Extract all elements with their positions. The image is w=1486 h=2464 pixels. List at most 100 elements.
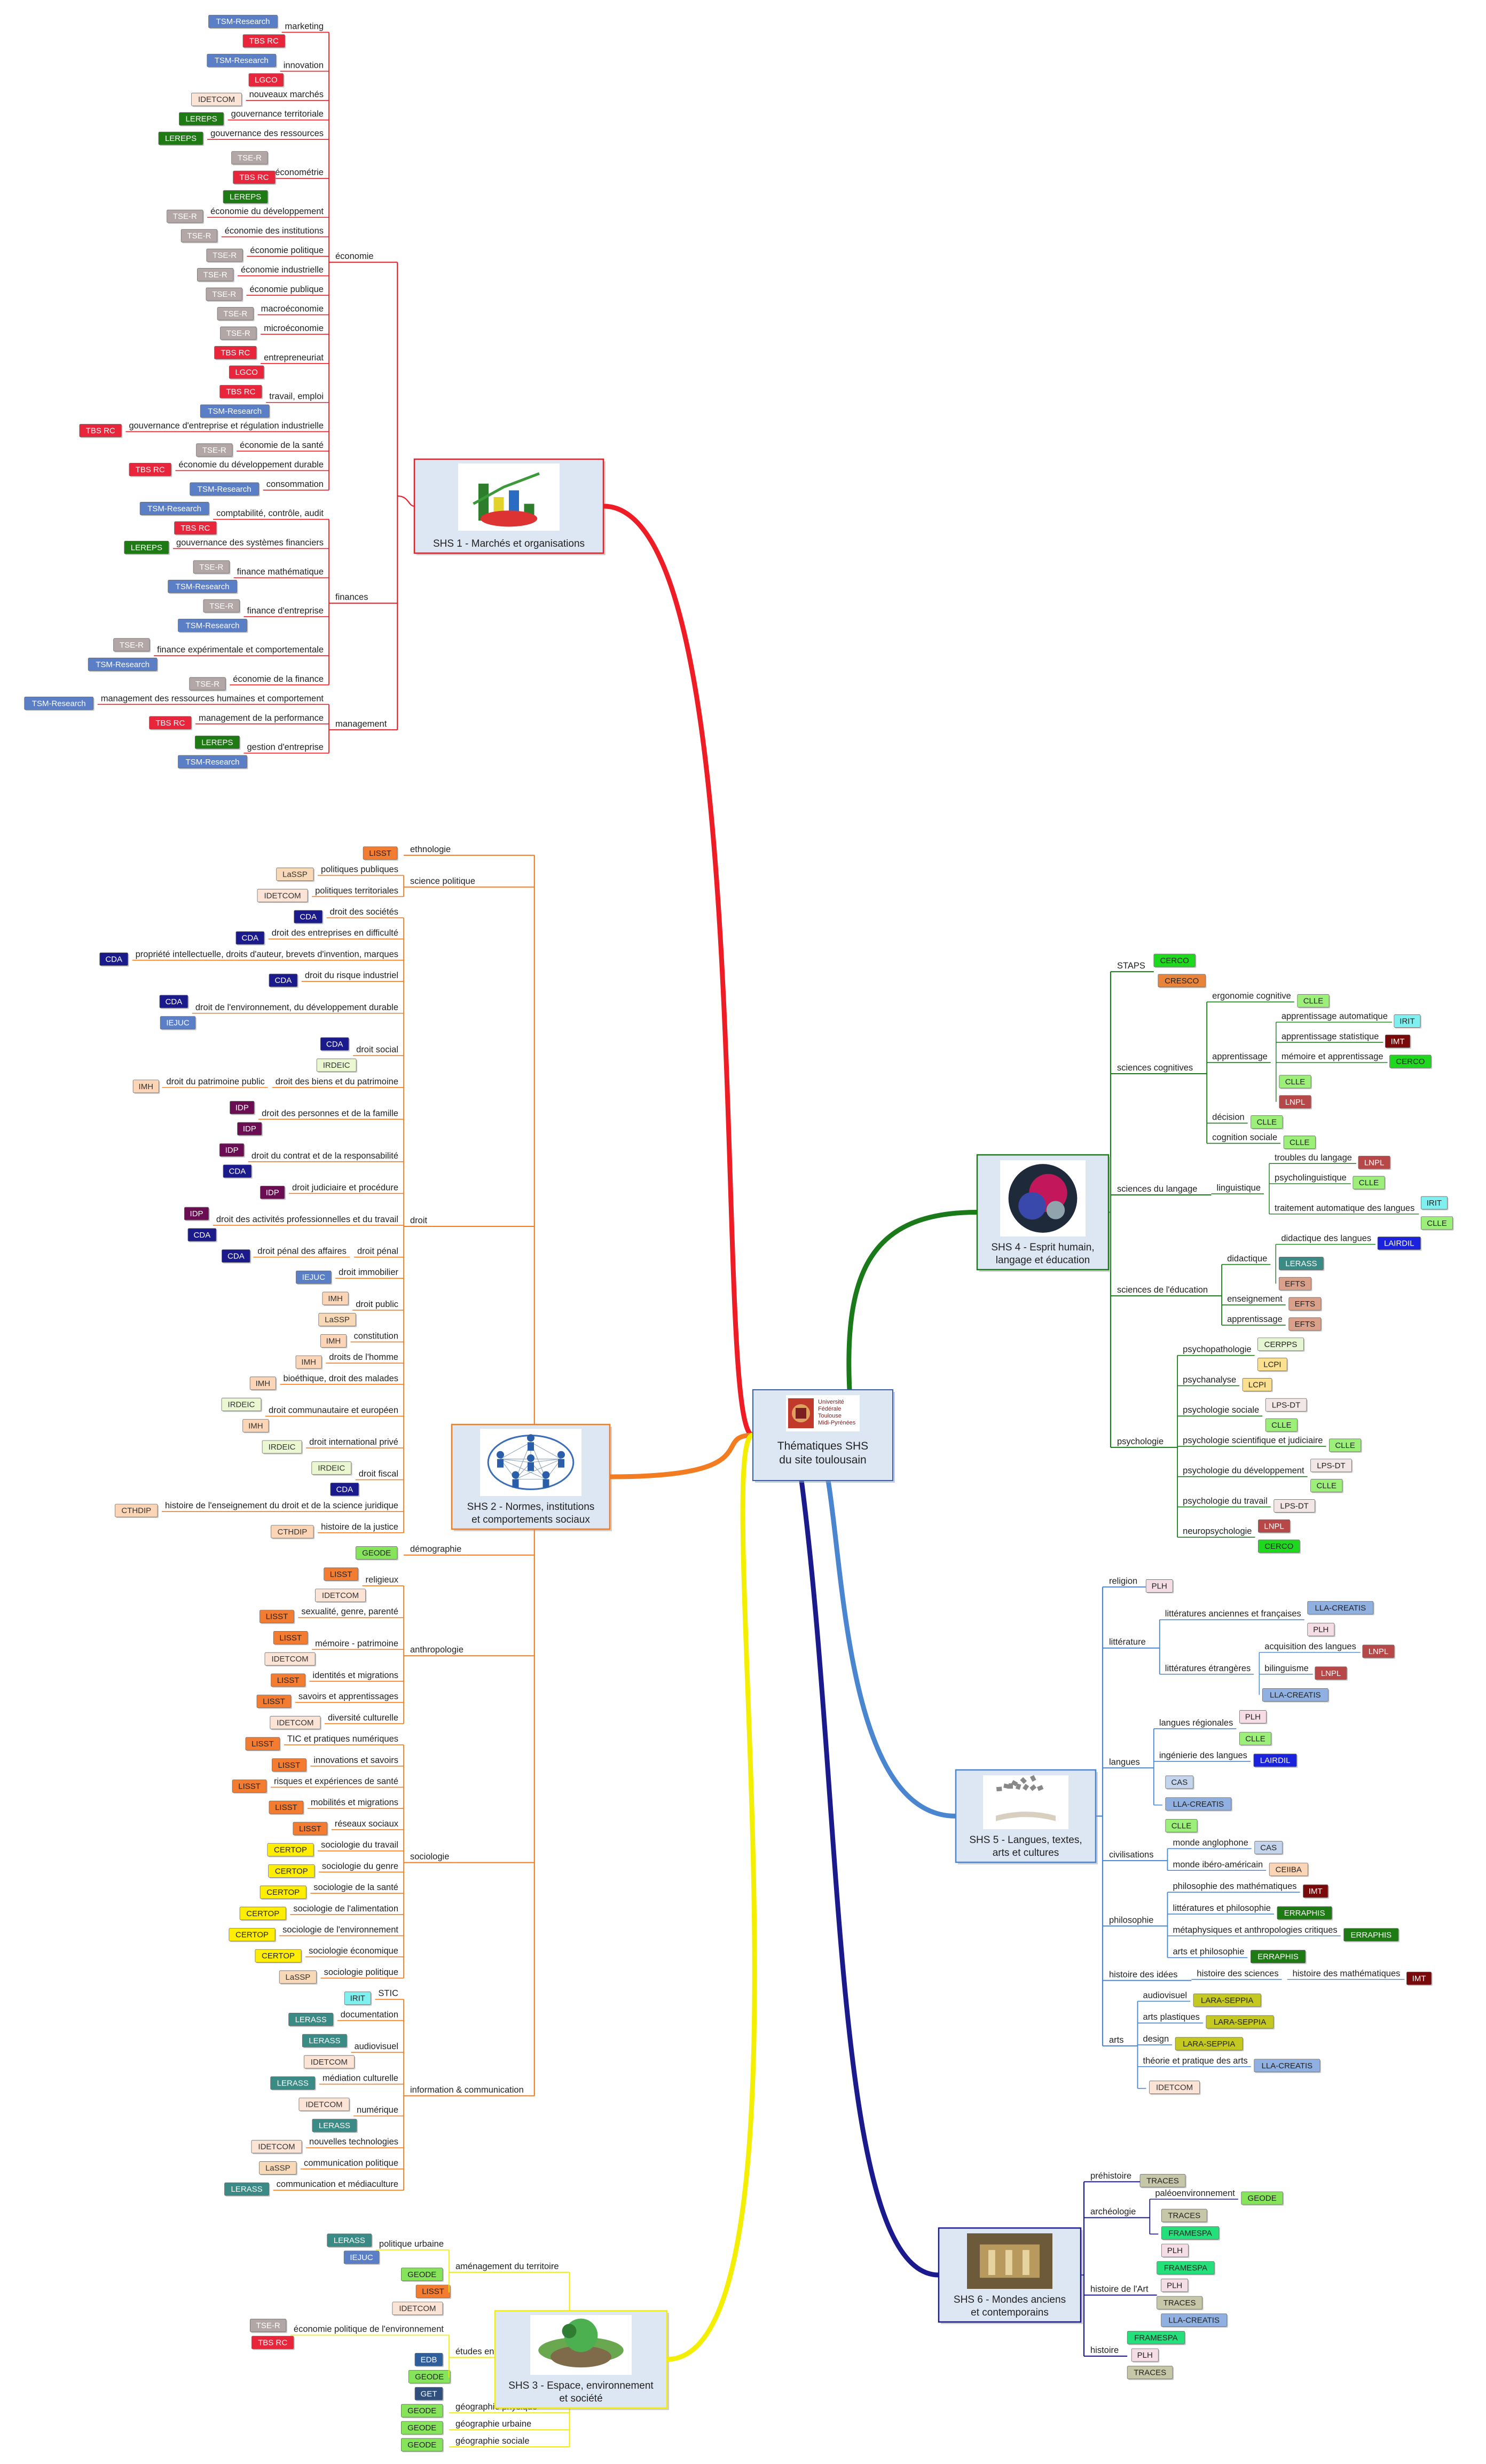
lab-badge-lerass[interactable]: LERASS bbox=[288, 2012, 334, 2027]
lab-badge-clle[interactable]: CLLE bbox=[1353, 1176, 1386, 1191]
lab-badge-tbs-rc[interactable]: TBS RC bbox=[251, 2336, 295, 2350]
lab-badge-lisst[interactable]: LISST bbox=[271, 1673, 306, 1688]
lab-badge-irdeic[interactable]: IRDEIC bbox=[311, 1461, 352, 1476]
lab-badge-geode[interactable]: GEODE bbox=[400, 2421, 444, 2436]
lab-badge-lerass[interactable]: LERASS bbox=[312, 2119, 358, 2133]
lab-badge-tbs-rc[interactable]: TBS RC bbox=[214, 346, 258, 360]
lab-badge-tse-r[interactable]: TSE-R bbox=[197, 268, 234, 282]
lab-badge-cda[interactable]: CDA bbox=[99, 952, 129, 967]
lab-badge-plh[interactable]: PLH bbox=[1161, 2278, 1189, 2293]
lab-badge-cerco[interactable]: CERCO bbox=[1389, 1054, 1433, 1069]
lab-badge-tse-r[interactable]: TSE-R bbox=[196, 443, 234, 458]
lab-badge-cda[interactable]: CDA bbox=[269, 973, 298, 988]
lab-badge-lerass[interactable]: LERASS bbox=[270, 2076, 316, 2091]
lab-badge-framespa[interactable]: FRAMESPA bbox=[1127, 2331, 1186, 2345]
lab-badge-cerco[interactable]: CERCO bbox=[1258, 1539, 1301, 1554]
lab-badge-cda[interactable]: CDA bbox=[222, 1249, 251, 1264]
lab-badge-geode[interactable]: GEODE bbox=[400, 2404, 444, 2419]
lab-badge-lcpi[interactable]: LCPI bbox=[1242, 1378, 1273, 1392]
lab-badge-imt[interactable]: IMT bbox=[1385, 1034, 1411, 1049]
lab-badge-lgco[interactable]: LGCO bbox=[229, 365, 265, 380]
lab-badge-lisst[interactable]: LISST bbox=[256, 1695, 292, 1709]
lab-badge-tbs-rc[interactable]: TBS RC bbox=[219, 385, 263, 399]
lab-badge-cas[interactable]: CAS bbox=[1254, 1841, 1284, 1855]
lab-badge-tbs-rc[interactable]: TBS RC bbox=[233, 170, 277, 185]
lab-badge-certop[interactable]: CERTOP bbox=[239, 1907, 287, 1921]
lab-badge-lisst[interactable]: LISST bbox=[415, 2285, 451, 2299]
lab-badge-lnpl[interactable]: LNPL bbox=[1362, 1644, 1396, 1659]
lab-badge-irit[interactable]: IRIT bbox=[344, 1991, 372, 2006]
lab-badge-cda[interactable]: CDA bbox=[223, 1164, 253, 1179]
lab-badge-lnpl[interactable]: LNPL bbox=[1279, 1095, 1312, 1109]
lab-badge-erraphis[interactable]: ERRAPHIS bbox=[1251, 1950, 1307, 1964]
lab-badge-erraphis[interactable]: ERRAPHIS bbox=[1343, 1928, 1400, 1942]
lab-badge-efts[interactable]: EFTS bbox=[1278, 1277, 1312, 1292]
lab-badge-geode[interactable]: GEODE bbox=[1241, 2191, 1284, 2206]
lab-badge-cda[interactable]: CDA bbox=[187, 1228, 217, 1242]
lab-badge-cda[interactable]: CDA bbox=[159, 995, 189, 1009]
lab-badge-tsm-research[interactable]: TSM-Research bbox=[200, 404, 271, 419]
lab-badge-irit[interactable]: IRIT bbox=[1394, 1014, 1422, 1029]
lab-badge-geode[interactable]: GEODE bbox=[400, 2438, 444, 2453]
lab-badge-lisst[interactable]: LISST bbox=[232, 1780, 268, 1794]
lab-badge-plh[interactable]: PLH bbox=[1239, 1710, 1268, 1725]
lab-badge-tsm-research[interactable]: TSM-Research bbox=[168, 579, 238, 594]
lab-badge-ceiiba[interactable]: CEIIBA bbox=[1269, 1862, 1309, 1877]
lab-badge-cerco[interactable]: CERCO bbox=[1153, 954, 1197, 968]
lab-badge-lnpl[interactable]: LNPL bbox=[1258, 1519, 1291, 1534]
lab-badge-idetcom[interactable]: IDETCOM bbox=[298, 2097, 351, 2112]
lab-badge-idetcom[interactable]: IDETCOM bbox=[257, 888, 309, 903]
lab-badge-lisst[interactable]: LISST bbox=[293, 1822, 328, 1836]
lab-badge-lara-seppia[interactable]: LARA-SEPPIA bbox=[1175, 2037, 1244, 2051]
lab-badge-clle[interactable]: CLLE bbox=[1239, 1731, 1272, 1746]
lab-badge-lerass[interactable]: LERASS bbox=[302, 2034, 348, 2049]
lab-badge-tbs-rc[interactable]: TBS RC bbox=[174, 521, 218, 536]
lab-badge-lassp[interactable]: LaSSP bbox=[279, 1970, 318, 1985]
lab-badge-plh[interactable]: PLH bbox=[1131, 2348, 1160, 2363]
lab-badge-clle[interactable]: CLLE bbox=[1165, 1819, 1199, 1833]
lab-badge-cas[interactable]: CAS bbox=[1165, 1775, 1194, 1790]
lab-badge-clle[interactable]: CLLE bbox=[1251, 1115, 1284, 1130]
lab-badge-efts[interactable]: EFTS bbox=[1288, 1297, 1322, 1312]
lab-badge-tse-r[interactable]: TSE-R bbox=[217, 307, 255, 321]
lab-badge-tsm-research[interactable]: TSM-Research bbox=[178, 618, 248, 633]
lab-badge-lassp[interactable]: LaSSP bbox=[276, 868, 315, 882]
lab-badge-get[interactable]: GET bbox=[414, 2387, 444, 2402]
lab-badge-lereps[interactable]: LEREPS bbox=[124, 540, 170, 555]
lab-badge-framespa[interactable]: FRAMESPA bbox=[1157, 2261, 1216, 2276]
lab-badge-cerpps[interactable]: CERPPS bbox=[1257, 1337, 1305, 1352]
lab-badge-clle[interactable]: CLLE bbox=[1329, 1438, 1362, 1453]
lab-badge-idetcom[interactable]: IDETCOM bbox=[315, 1588, 367, 1603]
lab-badge-lisst[interactable]: LISST bbox=[260, 1610, 295, 1624]
lab-badge-tbs-rc[interactable]: TBS RC bbox=[129, 463, 172, 477]
lab-badge-tse-r[interactable]: TSE-R bbox=[167, 209, 205, 224]
lab-badge-imh[interactable]: IMH bbox=[320, 1334, 348, 1349]
lab-badge-imh[interactable]: IMH bbox=[242, 1419, 270, 1434]
lab-badge-iejuc[interactable]: IEJUC bbox=[343, 2250, 380, 2265]
lab-badge-tsm-research[interactable]: TSM-Research bbox=[207, 53, 277, 68]
lab-badge-geode[interactable]: GEODE bbox=[400, 2268, 444, 2282]
lab-badge-plh[interactable]: PLH bbox=[1307, 1623, 1335, 1638]
branch-topic-shs4[interactable]: SHS 4 - Esprit humain,langage et éducati… bbox=[976, 1154, 1111, 1272]
lab-badge-tsm-research[interactable]: TSM-Research bbox=[178, 755, 248, 769]
lab-badge-tsm-research[interactable]: TSM-Research bbox=[208, 14, 279, 29]
lab-badge-lnpl[interactable]: LNPL bbox=[1358, 1155, 1391, 1170]
lab-badge-irdeic[interactable]: IRDEIC bbox=[316, 1058, 358, 1073]
lab-badge-lla-creatis[interactable]: LLA-CREATIS bbox=[1165, 1797, 1232, 1812]
lab-badge-lereps[interactable]: LEREPS bbox=[158, 131, 205, 146]
lab-badge-lara-seppia[interactable]: LARA-SEPPIA bbox=[1206, 2015, 1275, 2030]
lab-badge-cresco[interactable]: CRESCO bbox=[1158, 974, 1207, 988]
lab-badge-plh[interactable]: PLH bbox=[1145, 1579, 1174, 1594]
lab-badge-cda[interactable]: CDA bbox=[330, 1483, 360, 1497]
lab-badge-cda[interactable]: CDA bbox=[294, 910, 324, 925]
lab-badge-tse-r[interactable]: TSE-R bbox=[189, 677, 227, 691]
lab-badge-traces[interactable]: TRACES bbox=[1139, 2174, 1186, 2189]
lab-badge-tse-r[interactable]: TSE-R bbox=[250, 2319, 287, 2333]
lab-badge-tsm-research[interactable]: TSM-Research bbox=[190, 482, 260, 497]
lab-badge-cda[interactable]: CDA bbox=[320, 1037, 350, 1052]
lab-badge-irit[interactable]: IRIT bbox=[1420, 1196, 1449, 1210]
lab-badge-lnpl[interactable]: LNPL bbox=[1315, 1666, 1348, 1681]
